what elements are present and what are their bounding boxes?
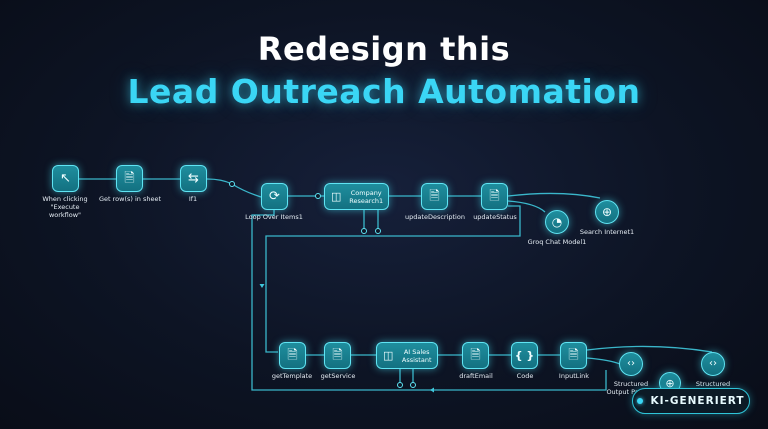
connector-dot	[410, 382, 416, 388]
node-update-description[interactable]: 🗎	[421, 183, 448, 210]
node-get-template-label: getTemplate	[271, 372, 313, 380]
ai-generated-badge: KI-GENERIERT	[632, 388, 750, 414]
status-dot-icon	[637, 398, 644, 404]
robot-icon: ◫	[383, 349, 394, 362]
sheet-icon: 🗎	[470, 348, 481, 363]
node-draft-email[interactable]: 🗎	[462, 342, 489, 369]
node-trigger[interactable]: ↖	[52, 165, 79, 192]
node-groq-label: Groq Chat Model1	[527, 238, 587, 246]
globe-icon: ⊕	[601, 205, 613, 219]
node-parser-2[interactable]: ‹›	[701, 352, 725, 376]
code-icon: ‹›	[627, 358, 635, 369]
node-groq[interactable]: ◔	[545, 210, 569, 234]
headline-line-1: Redesign this	[257, 30, 511, 68]
wire-updatestatus-search	[507, 192, 601, 199]
globe-icon: ⊕	[665, 376, 675, 390]
node-code-label: Code	[516, 372, 534, 380]
node-company-research-label: Company Research1	[349, 188, 384, 205]
wire-bottom-return	[251, 210, 607, 391]
node-trigger-label: When clicking "Execute workflow"	[42, 195, 88, 219]
node-ai-sales-assistant[interactable]: ◫ AI Sales Assistant	[376, 342, 438, 369]
node-get-template[interactable]: 🗎	[279, 342, 306, 369]
node-loop-label: Loop Over Items1	[245, 213, 303, 221]
signpost-icon: ⇆	[188, 171, 199, 186]
wire-loopback-template	[265, 205, 521, 353]
node-get-rows-label: Get row(s) in sheet	[98, 195, 162, 203]
node-ai-sales-assistant-label: AI Sales Assistant	[401, 347, 432, 364]
node-get-rows[interactable]: 🗎	[116, 165, 143, 192]
node-parser-1-label: Structured Output Parser1	[606, 380, 656, 396]
sheet-icon: 🗎	[429, 189, 440, 204]
node-draft-email-label: draftEmail	[459, 372, 493, 380]
connector-dot	[229, 181, 235, 187]
sheet-icon: 🗎	[124, 171, 135, 186]
code-icon: ‹›	[709, 358, 717, 369]
connector-dot	[315, 193, 321, 199]
arrow-left-icon	[430, 387, 434, 393]
node-if1[interactable]: ⇆	[180, 165, 207, 192]
headline-line-2: Lead Outreach Automation	[127, 72, 641, 111]
node-search-internet[interactable]: ⊕	[595, 200, 619, 224]
wire-input-parser2	[586, 345, 713, 353]
groq-icon: ◔	[551, 215, 563, 229]
cursor-icon: ↖	[60, 171, 71, 186]
node-update-status[interactable]: 🗎	[481, 183, 508, 210]
node-company-research[interactable]: ◫ Company Research1	[324, 183, 389, 210]
wire-if1-loop	[231, 183, 262, 198]
sheet-icon: 🗎	[287, 348, 298, 363]
robot-icon: ◫	[331, 190, 342, 203]
node-get-service[interactable]: 🗎	[324, 342, 351, 369]
ai-generated-badge-text: KI-GENERIERT	[650, 395, 745, 407]
node-input-link-label: InputLink	[558, 372, 590, 380]
braces-icon: { }	[514, 349, 535, 362]
node-update-status-label: updateStatus	[473, 213, 517, 221]
node-if1-label: If1	[188, 195, 198, 203]
wire-updatestatus-groq	[507, 200, 546, 213]
node-parser-1[interactable]: ‹›	[619, 352, 643, 376]
loop-icon: ⟳	[269, 189, 280, 204]
node-search-internet-label: Search Internet1	[579, 228, 635, 236]
node-code[interactable]: { }	[511, 342, 538, 369]
sheet-icon: 🗎	[568, 348, 579, 363]
connector-dot	[397, 382, 403, 388]
node-update-description-label: updateDescription	[405, 213, 465, 221]
node-loop[interactable]: ⟳	[261, 183, 288, 210]
wire-input-parser1	[586, 357, 621, 365]
sheet-icon: 🗎	[489, 189, 500, 204]
connector-dot	[361, 228, 367, 234]
sheet-icon: 🗎	[332, 348, 343, 363]
connector-dot	[375, 228, 381, 234]
arrow-down-icon	[259, 284, 265, 288]
node-get-service-label: getService	[320, 372, 356, 380]
node-input-link[interactable]: 🗎	[560, 342, 587, 369]
